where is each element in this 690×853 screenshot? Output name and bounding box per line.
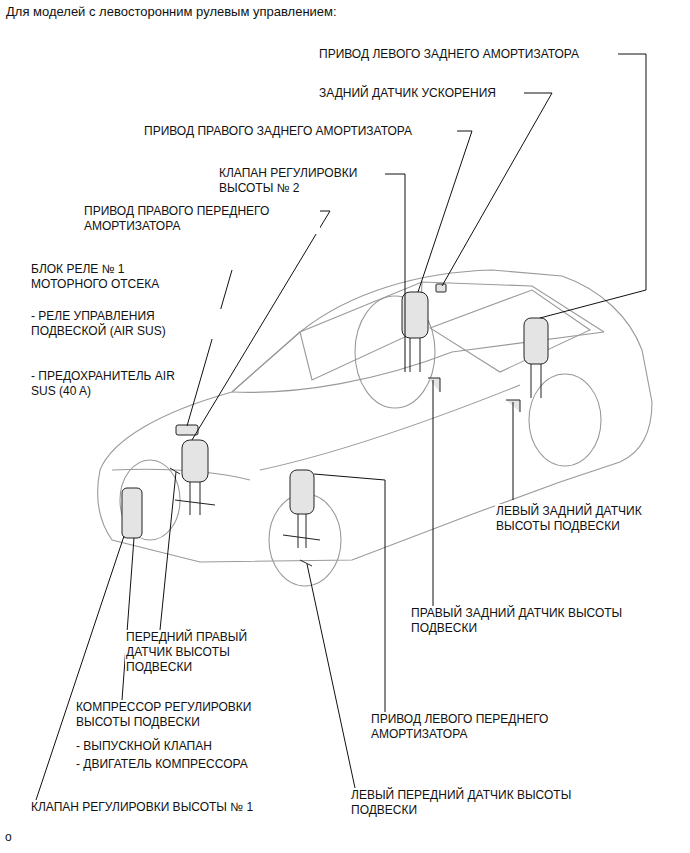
part-label: ПРИВОД ПРАВОГО ПЕРЕДНЕГО АМОРТИЗАТОРА [83, 204, 320, 234]
part-label: КЛАПАН РЕГУЛИРОВКИ ВЫСОТЫ № 1 [30, 800, 262, 815]
part-label: КЛАПАН РЕГУЛИРОВКИ ВЫСОТЫ № 2 [218, 166, 385, 196]
leader-lines [36, 54, 646, 800]
part-label: ПЕРЕДНИЙ ПРАВЫЙ ДАТЧИК ВЫСОТЫ ПОДВЕСКИ [125, 630, 267, 675]
part-label: ПРИВОД ЛЕВОГО ПЕРЕДНЕГО АМОРТИЗАТОРА [370, 712, 587, 742]
part-label: ЛЕВЫЙ ПЕРЕДНИЙ ДАТЧИК ВЫСОТЫ ПОДВЕСКИ [350, 788, 607, 818]
part-label: ЗАДНИЙ ДАТЧИК УСКОРЕНИЯ [318, 86, 497, 101]
part-label: o [4, 830, 13, 845]
part-label: - ПРЕДОХРАНИТЕЛЬ AIR SUS (40 A) [30, 369, 182, 399]
part-label: ПРИВОД ПРАВОГО ЗАДНЕГО АМОРТИЗАТОРА [143, 124, 413, 139]
part-label: - РЕЛЕ УПРАВЛЕНИЯ ПОДВЕСКОЙ (AIR SUS) [30, 309, 222, 339]
part-label: - ДВИГАТЕЛЬ КОМПРЕССОРА [75, 757, 249, 772]
part-label: ЛЕВЫЙ ЗАДНИЙ ДАТЧИК ВЫСОТЫ ПОДВЕСКИ [495, 504, 677, 534]
part-label: ПРИВОД ЛЕВОГО ЗАДНЕГО АМОРТИЗАТОРА [318, 47, 580, 62]
part-label: - ВЫПУСКНОЙ КЛАПАН [75, 739, 213, 754]
part-label: КОМПРЕССОР РЕГУЛИРОВКИ ВЫСОТЫ ПОДВЕСКИ [75, 700, 287, 730]
part-label: БЛОК РЕЛЕ № 1 МОТОРНОГО ОТСЕКА [30, 262, 182, 292]
page-title: Для моделей с левосторонним рулевым упра… [5, 4, 338, 20]
part-label: ПРАВЫЙ ЗАДНИЙ ДАТЧИК ВЫСОТЫ ПОДВЕСКИ [410, 606, 662, 636]
